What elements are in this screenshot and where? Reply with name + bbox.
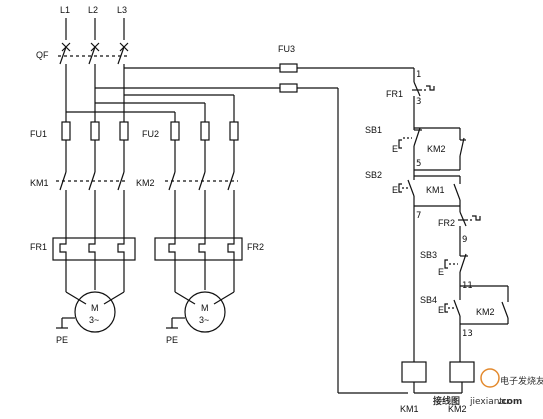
node-1: 1 (416, 70, 421, 80)
km2-nc-interlock (414, 127, 466, 171)
label-sb3: SB3 (420, 250, 437, 260)
sb2-start-button (398, 170, 415, 362)
label-l1: L1 (60, 5, 70, 15)
fr2-thermal-relay (154, 237, 243, 261)
label-km1-coil: KM1 (400, 404, 419, 414)
watermark: 电子发烧友 接线图 jiexiantu .com (433, 368, 543, 407)
control-feed (95, 67, 414, 394)
label-km1-main: KM1 (30, 178, 49, 188)
label-fr2-main: FR2 (247, 242, 264, 252)
fu2-taps (66, 94, 235, 122)
node-9: 9 (462, 235, 467, 245)
km1-coil (401, 361, 427, 383)
label-sb2-e: E (392, 185, 398, 195)
label-fu2: FU2 (142, 129, 159, 139)
label-sb4: SB4 (420, 295, 437, 305)
node-13: 13 (462, 329, 473, 339)
km1-no-holding (414, 175, 461, 207)
qf-breaker (58, 42, 129, 122)
motor2-phase: 3~ (199, 315, 209, 325)
watermark-logo-icon (480, 368, 500, 388)
label-sb1-e: E (392, 144, 398, 154)
motor1-symbol (74, 291, 116, 333)
label-km1-hold: KM1 (426, 185, 445, 195)
label-km2-coil: KM2 (448, 404, 467, 414)
km2-main-contacts (165, 171, 238, 238)
motor2-wiring (174, 260, 235, 305)
label-l3: L3 (117, 5, 127, 15)
motor1-phase: 3~ (89, 315, 99, 325)
motor2-symbol (184, 291, 226, 333)
label-l2: L2 (88, 5, 98, 15)
fu1-fuses (61, 121, 129, 172)
km1-main-contacts (56, 171, 128, 238)
label-pe-2: PE (166, 335, 178, 345)
fu2-fuses (170, 121, 239, 172)
motor1-ground (56, 317, 75, 329)
fr2-nc-contact (458, 211, 481, 246)
km2-no-holding (460, 285, 509, 325)
label-km2-interlock: KM2 (427, 144, 446, 154)
watermark-text: 电子发烧友 (500, 375, 543, 387)
motor1-label: M (91, 303, 99, 313)
label-sb3-e: E (438, 267, 444, 277)
label-sb4-e: E (438, 305, 444, 315)
fr1-nc-contact (412, 81, 435, 110)
phase-lines (65, 18, 125, 40)
label-fr2-ctrl: FR2 (438, 218, 455, 228)
label-fu1: FU1 (30, 129, 47, 139)
sb4-start-button (444, 290, 461, 362)
motor1-wiring (65, 260, 125, 305)
motor2-label: M (201, 303, 209, 313)
sb3-stop-button (444, 246, 468, 290)
label-sb1: SB1 (365, 125, 382, 135)
node-7: 7 (416, 211, 421, 221)
fu3-fuse-bottom (279, 83, 298, 93)
km2-coil (449, 361, 475, 383)
node-3: 3 (416, 97, 421, 107)
label-km2-main: KM2 (136, 178, 155, 188)
node-5: 5 (416, 159, 421, 169)
label-qf: QF (36, 50, 49, 60)
label-km2-hold: KM2 (476, 307, 495, 317)
label-fr1-main: FR1 (30, 242, 47, 252)
label-sb2: SB2 (365, 170, 382, 180)
label-pe-1: PE (56, 335, 68, 345)
watermark-dotcom: .com (498, 397, 522, 407)
label-fr1-ctrl: FR1 (386, 89, 403, 99)
motor2-ground (166, 317, 185, 329)
watermark-subtext: 接线图 (433, 395, 460, 407)
fu3-fuse-top (279, 63, 298, 73)
label-fu3: FU3 (278, 44, 295, 54)
fr1-thermal-relay (52, 237, 136, 261)
sb1-stop-button (398, 110, 422, 170)
watermark-url: jiexiantu (469, 397, 509, 407)
